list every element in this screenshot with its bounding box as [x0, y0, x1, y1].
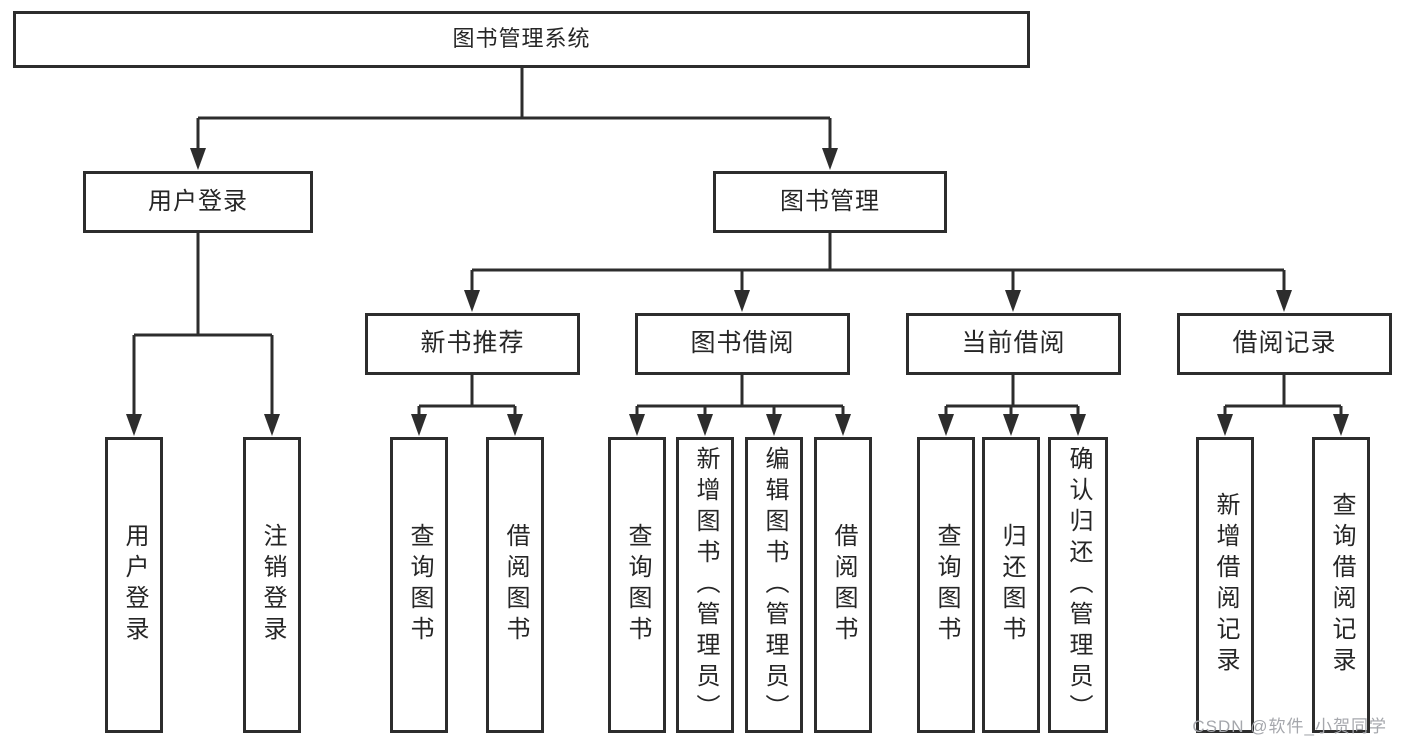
- leaf-current-return-books: 归还图书: [982, 437, 1040, 733]
- leaf-records-query-record: 查询借阅记录: [1312, 437, 1370, 733]
- csdn-watermark: CSDN @软件_小贺同学: [1192, 717, 1387, 736]
- leaf-current-query-books: 查询图书: [917, 437, 975, 733]
- leaf-logout: 注销登录: [243, 437, 301, 733]
- leaf-newbook-query-books: 查询图书: [390, 437, 448, 733]
- node-book-borrow: 图书借阅: [635, 313, 850, 375]
- node-user-login-branch: 用户登录: [83, 171, 313, 233]
- node-new-book-recommend: 新书推荐: [365, 313, 580, 375]
- leaf-records-add-record: 新增借阅记录: [1196, 437, 1254, 733]
- leaf-borrow-add-books-admin: 新增图书（管理员）: [676, 437, 734, 733]
- leaf-current-confirm-return-admin: 确认归还（管理员）: [1048, 437, 1108, 733]
- node-borrow-records: 借阅记录: [1177, 313, 1392, 375]
- node-current-borrow: 当前借阅: [906, 313, 1121, 375]
- leaf-newbook-borrow-books: 借阅图书: [486, 437, 544, 733]
- leaf-borrow-borrow-books: 借阅图书: [814, 437, 872, 733]
- leaf-borrow-query-books: 查询图书: [608, 437, 666, 733]
- node-root: 图书管理系统: [13, 11, 1030, 68]
- leaf-user-login: 用户登录: [105, 437, 163, 733]
- arrowheads: [126, 148, 1349, 436]
- leaf-borrow-edit-books-admin: 编辑图书（管理员）: [745, 437, 803, 733]
- node-book-management-branch: 图书管理: [713, 171, 947, 233]
